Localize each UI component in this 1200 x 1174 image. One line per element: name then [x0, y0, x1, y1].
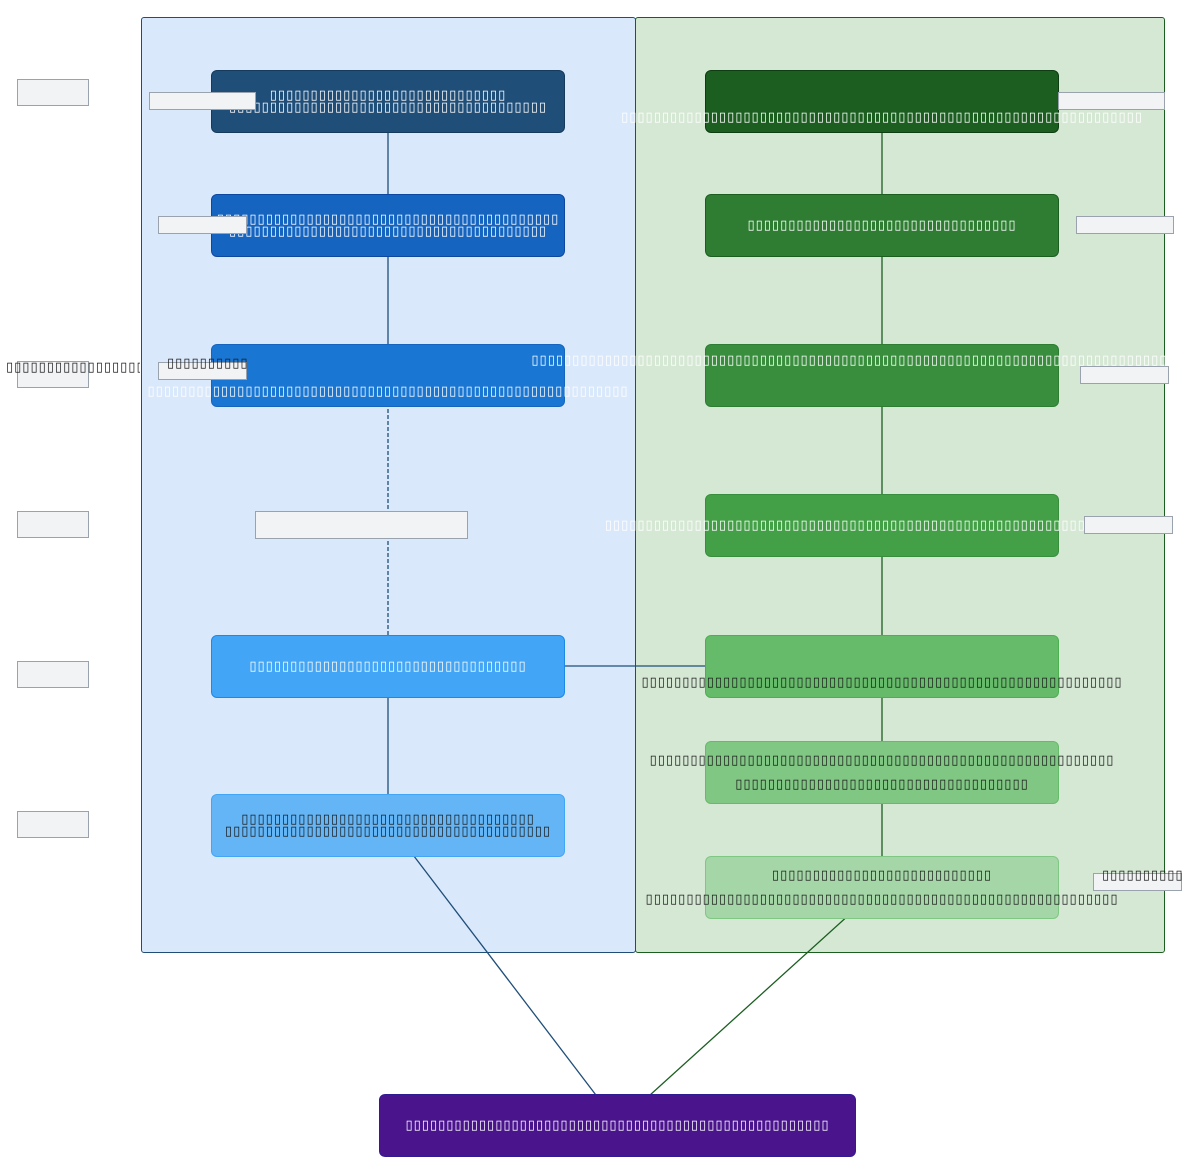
- right-node-6-line-2: ▯▯▯▯▯▯▯▯▯▯▯▯▯▯▯▯▯▯▯▯▯▯▯▯▯▯▯▯▯▯▯▯▯▯▯▯: [735, 776, 1029, 792]
- left-node-5[interactable]: ▯▯▯▯▯▯▯▯▯▯▯▯▯▯▯▯▯▯▯▯▯▯▯▯▯▯▯▯▯▯▯▯▯▯▯▯ ▯▯▯…: [211, 794, 565, 857]
- left-node-2-line-1: ▯▯▯▯▯▯▯▯▯▯▯▯▯▯▯▯▯▯▯▯▯▯▯▯▯▯▯▯▯▯▯▯▯▯▯▯▯▯▯▯…: [216, 211, 560, 227]
- left-node-4[interactable]: ▯▯▯▯▯▯▯▯▯▯▯▯▯▯▯▯▯▯▯▯▯▯▯▯▯▯▯▯▯▯▯▯▯▯: [211, 635, 565, 698]
- left-node-3[interactable]: ▯▯▯▯▯▯▯▯▯▯▯▯▯▯▯▯▯▯▯▯▯▯▯▯▯▯▯▯▯▯▯▯▯▯▯▯▯▯▯▯…: [147, 344, 628, 407]
- edge-label-box-right-4: [1084, 516, 1173, 534]
- left-node-4-line-1: ▯▯▯▯▯▯▯▯▯▯▯▯▯▯▯▯▯▯▯▯▯▯▯▯▯▯▯▯▯▯▯▯▯▯: [249, 658, 527, 674]
- right-node-7-line-1: ▯▯▯▯▯▯▯▯▯▯▯▯▯▯▯▯▯▯▯▯▯▯▯▯▯▯▯: [771, 867, 993, 883]
- edge-label-box-right-5: [1093, 873, 1182, 891]
- left-node-5-line-1: ▯▯▯▯▯▯▯▯▯▯▯▯▯▯▯▯▯▯▯▯▯▯▯▯▯▯▯▯▯▯▯▯▯▯▯▯: [241, 811, 535, 827]
- right-node-7-line-2: ▯▯▯▯▯▯▯▯▯▯▯▯▯▯▯▯▯▯▯▯▯▯▯▯▯▯▯▯▯▯▯▯▯▯▯▯▯▯▯▯…: [645, 891, 1119, 907]
- row-label-box-5: [17, 661, 89, 688]
- right-node-2[interactable]: ▯▯▯▯▯▯▯▯▯▯▯▯▯▯▯▯▯▯▯▯▯▯▯▯▯▯▯▯▯▯▯▯▯: [705, 194, 1059, 257]
- right-node-6-line-1: ▯▯▯▯▯▯▯▯▯▯▯▯▯▯▯▯▯▯▯▯▯▯▯▯▯▯▯▯▯▯▯▯▯▯▯▯▯▯▯▯…: [649, 752, 1115, 768]
- right-bottom-label: ▯▯▯▯▯▯▯▯▯▯: [1102, 868, 1184, 883]
- right-node-2-line-1: ▯▯▯▯▯▯▯▯▯▯▯▯▯▯▯▯▯▯▯▯▯▯▯▯▯▯▯▯▯▯▯▯▯: [747, 217, 1017, 233]
- edge-label-box-left-1: [149, 92, 256, 110]
- right-node-7[interactable]: ▯▯▯▯▯▯▯▯▯▯▯▯▯▯▯▯▯▯▯▯▯▯▯▯▯▯▯ ▯▯▯▯▯▯▯▯▯▯▯▯…: [646, 856, 1117, 919]
- left-node-2[interactable]: ▯▯▯▯▯▯▯▯▯▯▯▯▯▯▯▯▯▯▯▯▯▯▯▯▯▯▯▯▯▯▯▯▯▯▯▯▯▯▯▯…: [211, 194, 565, 257]
- row-label-box-1: [17, 79, 89, 106]
- right-node-5-line-2: ▯▯▯▯▯▯▯▯▯▯▯▯▯▯▯▯▯▯▯▯▯▯▯▯▯▯▯▯▯▯▯▯▯▯▯▯▯▯▯▯…: [641, 675, 1123, 690]
- edge-label-box-right-3: [1080, 366, 1169, 384]
- right-node-4[interactable]: ▯▯▯▯▯▯▯▯▯▯▯▯▯▯▯▯▯▯▯▯▯▯▯▯▯▯▯▯▯▯▯▯▯▯▯▯▯▯▯▯…: [605, 494, 1158, 557]
- edge-label-box-left-4: [255, 511, 468, 539]
- left-node-3-line-1: ▯▯▯▯▯▯▯▯▯▯▯▯▯▯▯▯▯▯▯▯▯▯▯▯▯▯▯▯▯▯▯▯▯▯▯▯▯▯▯▯…: [147, 384, 629, 399]
- right-node-3-line-1: ▯▯▯▯▯▯▯▯▯▯▯▯▯▯▯▯▯▯▯▯▯▯▯▯▯▯▯▯▯▯▯▯▯▯▯▯▯▯▯▯…: [531, 353, 1200, 368]
- row-label-box-6: [17, 811, 89, 838]
- edge-label-box-left-2: [158, 216, 247, 234]
- left-node-1-line-1: ▯▯▯▯▯▯▯▯▯▯▯▯▯▯▯▯▯▯▯▯▯▯▯▯▯▯▯▯▯: [269, 87, 507, 103]
- right-node-5[interactable]: ▯▯▯▯▯▯▯▯▯▯▯▯▯▯▯▯▯▯▯▯▯▯▯▯▯▯▯▯▯▯▯▯▯▯▯▯▯▯▯▯…: [641, 635, 1122, 698]
- final-node[interactable]: ▯▯▯▯▯▯▯▯▯▯▯▯▯▯▯▯▯▯▯▯▯▯▯▯▯▯▯▯▯▯▯▯▯▯▯▯▯▯▯▯…: [379, 1094, 856, 1157]
- final-node-line-1: ▯▯▯▯▯▯▯▯▯▯▯▯▯▯▯▯▯▯▯▯▯▯▯▯▯▯▯▯▯▯▯▯▯▯▯▯▯▯▯▯…: [405, 1117, 830, 1133]
- left-node-5-line-2: ▯▯▯▯▯▯▯▯▯▯▯▯▯▯▯▯▯▯▯▯▯▯▯▯▯▯▯▯▯▯▯▯▯▯▯▯▯▯▯▯: [224, 823, 552, 839]
- right-node-6[interactable]: ▯▯▯▯▯▯▯▯▯▯▯▯▯▯▯▯▯▯▯▯▯▯▯▯▯▯▯▯▯▯▯▯▯▯▯▯▯▯▯▯…: [650, 741, 1113, 804]
- edge-label-box-right-1: [1058, 92, 1165, 110]
- left-node-1[interactable]: ▯▯▯▯▯▯▯▯▯▯▯▯▯▯▯▯▯▯▯▯▯▯▯▯▯▯▯▯▯ ▯▯▯▯▯▯▯▯▯▯…: [211, 70, 565, 133]
- right-swimlane: [635, 17, 1165, 953]
- right-node-3[interactable]: ▯▯▯▯▯▯▯▯▯▯▯▯▯▯▯▯▯▯▯▯▯▯▯▯▯▯▯▯▯▯▯▯▯▯▯▯▯▯▯▯…: [531, 344, 1200, 407]
- right-node-4-line-1: ▯▯▯▯▯▯▯▯▯▯▯▯▯▯▯▯▯▯▯▯▯▯▯▯▯▯▯▯▯▯▯▯▯▯▯▯▯▯▯▯…: [604, 517, 1160, 533]
- left-node-2-line-2: ▯▯▯▯▯▯▯▯▯▯▯▯▯▯▯▯▯▯▯▯▯▯▯▯▯▯▯▯▯▯▯▯▯▯▯▯▯▯▯: [229, 223, 547, 239]
- right-node-1[interactable]: ▯▯▯▯▯▯▯▯▯▯▯▯▯▯▯▯▯▯▯▯▯▯▯▯▯▯▯▯▯▯▯▯▯▯▯▯▯▯▯▯…: [621, 70, 1142, 133]
- edge-label-box-right-2: [1076, 216, 1174, 234]
- edge-label-box-left-3: [158, 362, 247, 380]
- right-node-1-line-2: ▯▯▯▯▯▯▯▯▯▯▯▯▯▯▯▯▯▯▯▯▯▯▯▯▯▯▯▯▯▯▯▯▯▯▯▯▯▯▯▯…: [621, 110, 1143, 125]
- left-inner-label: ▯▯▯▯▯▯▯▯▯▯: [167, 356, 249, 371]
- row-label-box-3: [17, 361, 89, 388]
- left-node-1-line-2: ▯▯▯▯▯▯▯▯▯▯▯▯▯▯▯▯▯▯▯▯▯▯▯▯▯▯▯▯▯▯▯▯▯▯▯▯▯▯▯: [229, 99, 547, 115]
- row-label-box-4: [17, 511, 89, 538]
- left-outer-label: ▯▯▯▯▯▯▯▯▯▯▯▯▯▯▯▯▯▯▯▯▯▯: [6, 360, 140, 375]
